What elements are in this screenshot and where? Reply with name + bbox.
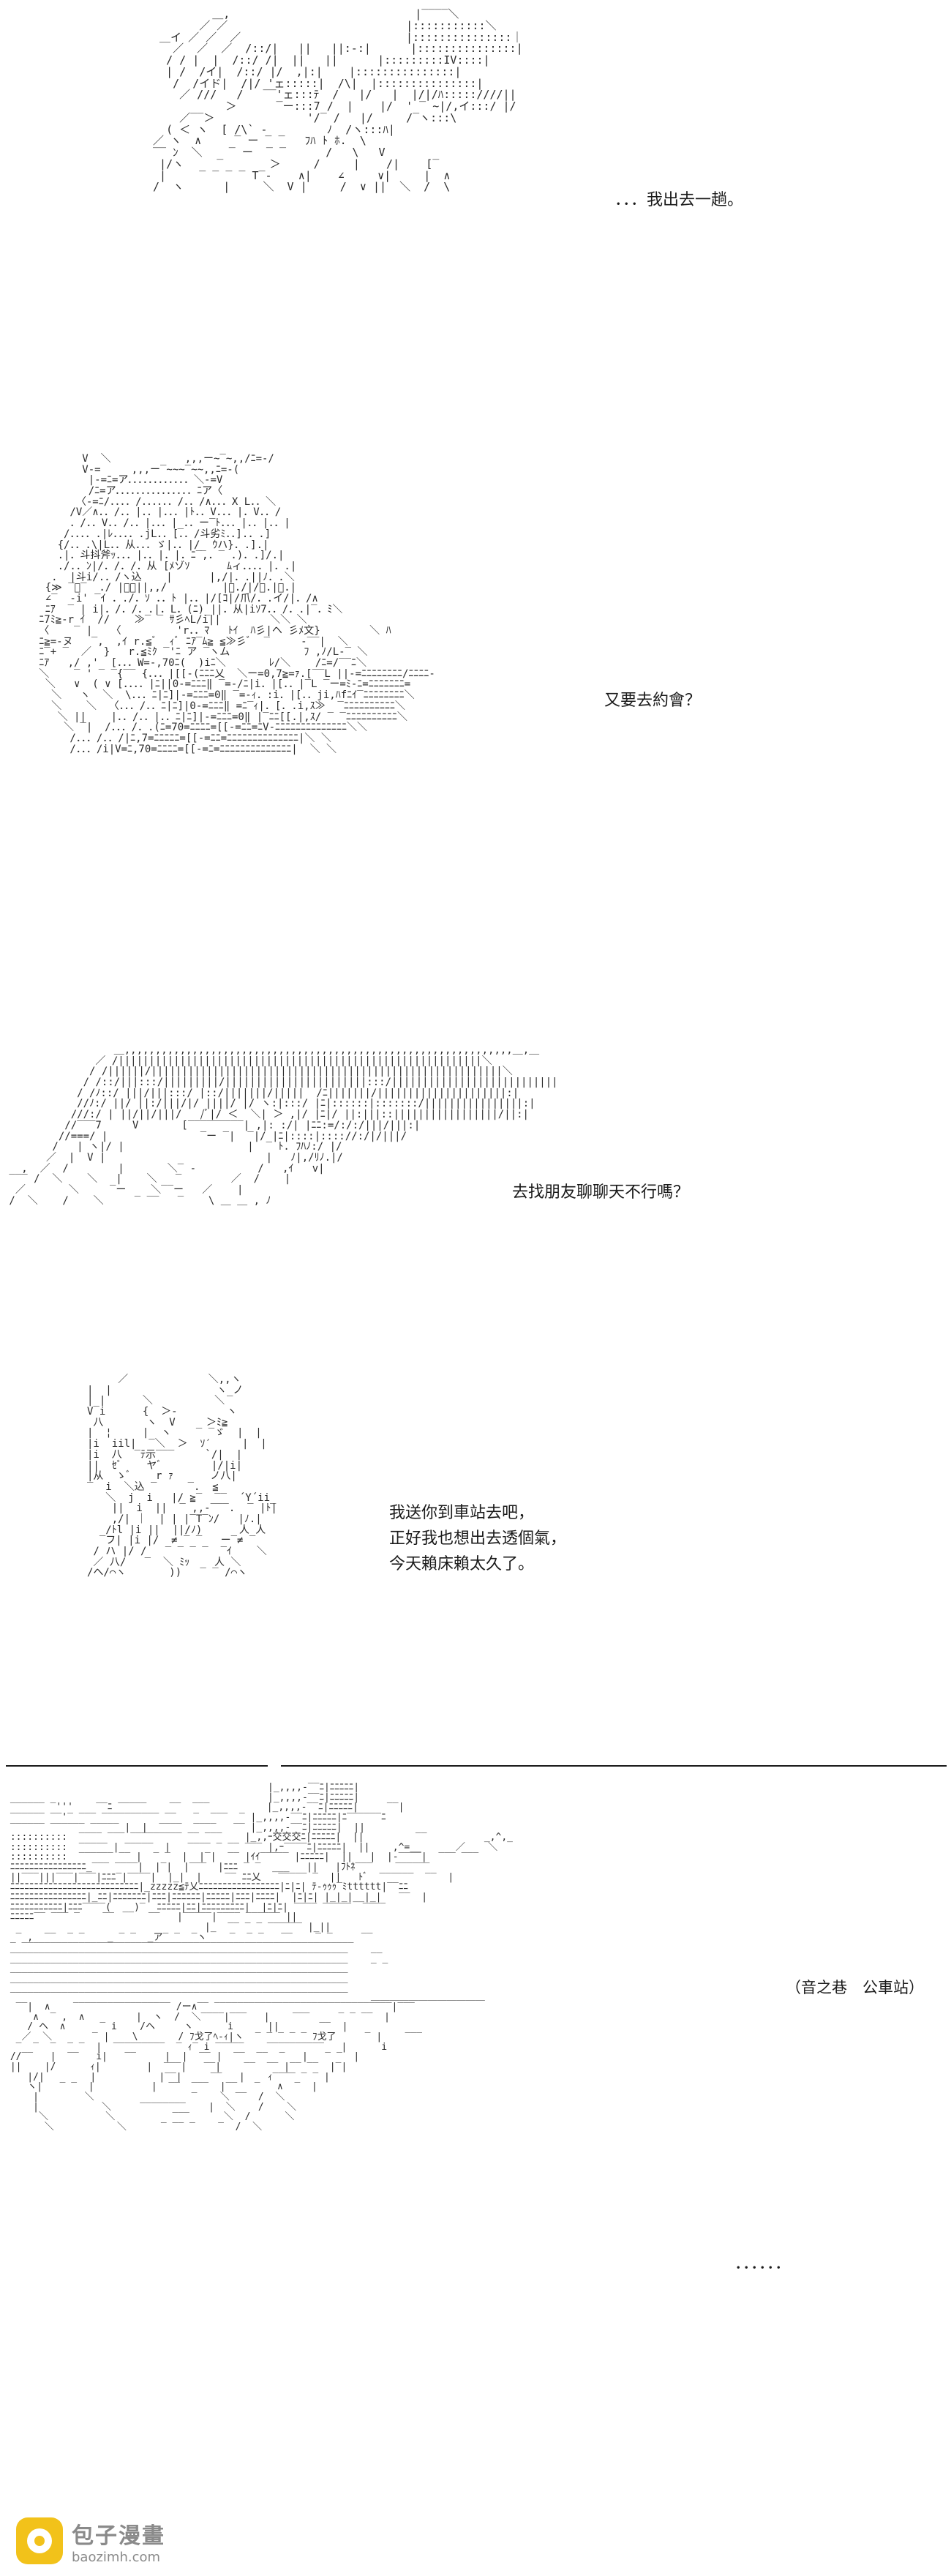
dialog-line: 我送你到車站去吧， bbox=[389, 1504, 535, 1522]
dialog-line: 今天賴床賴太久了。 bbox=[389, 1555, 535, 1574]
ascii-art-panel-2: V ＼ ,,,ー~‾~,,/ﾆ=-/ V-= ,,,ー‾~~~‾~~,,ﾆ=-(… bbox=[39, 453, 435, 755]
dialog-panel-4: 我送你到車站去吧， 正好我也想出去透個氣， 今天賴床賴太久了。 bbox=[389, 1500, 566, 1578]
dialog-line: 又要去約會？ bbox=[604, 692, 702, 710]
ascii-art-panel-1: ＿, |‾‾‾‾＼ ／ ／ |:::::::::::＼ ＿イ ／ ／ ／ |::… bbox=[153, 7, 523, 194]
watermark-url: baozimh.com bbox=[72, 2549, 161, 2565]
location-caption: （音之巷 公車站） bbox=[786, 1979, 924, 1996]
dialog-line: ．．．我出去一趟。 bbox=[614, 191, 744, 209]
dialog-panel-2: 又要去約會？ bbox=[604, 688, 701, 714]
dialog-line: 去找朋友聊聊天不行嗎？ bbox=[512, 1183, 690, 1202]
dialog-panel-1: ．．．我出去一趟。 bbox=[614, 187, 743, 213]
ascii-art-panel-4: ／ ＼,,ヽ | | ヽ_ノ |_| ＼ ＼ V i { ＞- ヽ 八 ヽ V … bbox=[87, 1374, 277, 1579]
dialog-line: ．．．．．． bbox=[734, 2255, 792, 2273]
dialog-panel-5-location: （音之巷 公車站） bbox=[786, 1976, 924, 2001]
dialog-panel-5-ellipsis: ．．．．．． bbox=[734, 2251, 791, 2277]
watermark: 包子漫畫 baozimh.com bbox=[16, 2512, 221, 2570]
dialog-line: 正好我也想出去透個氣， bbox=[389, 1530, 567, 1549]
baozi-logo-icon bbox=[16, 2517, 63, 2564]
watermark-text: 包子漫畫 baozimh.com bbox=[72, 2517, 165, 2565]
ascii-art-panel-3: ＿,,,,,,,,,,,,,,,,,,,,,,,,,,,,,,,,,,,,,,,… bbox=[9, 1044, 558, 1207]
panel-divider-right bbox=[281, 1765, 947, 1767]
panel-divider-left bbox=[6, 1765, 268, 1767]
ascii-art-panel-5: |_,,,,-‾‾ﾆ|ﾆﾆﾆﾆﾆ| |_,,,,-‾‾ﾆ|ﾆﾆﾆﾆﾆ| ‾‾‾‾… bbox=[10, 1782, 513, 2133]
dialog-panel-3: 去找朋友聊聊天不行嗎？ bbox=[512, 1180, 689, 1205]
watermark-title: 包子漫畫 bbox=[72, 2523, 165, 2549]
